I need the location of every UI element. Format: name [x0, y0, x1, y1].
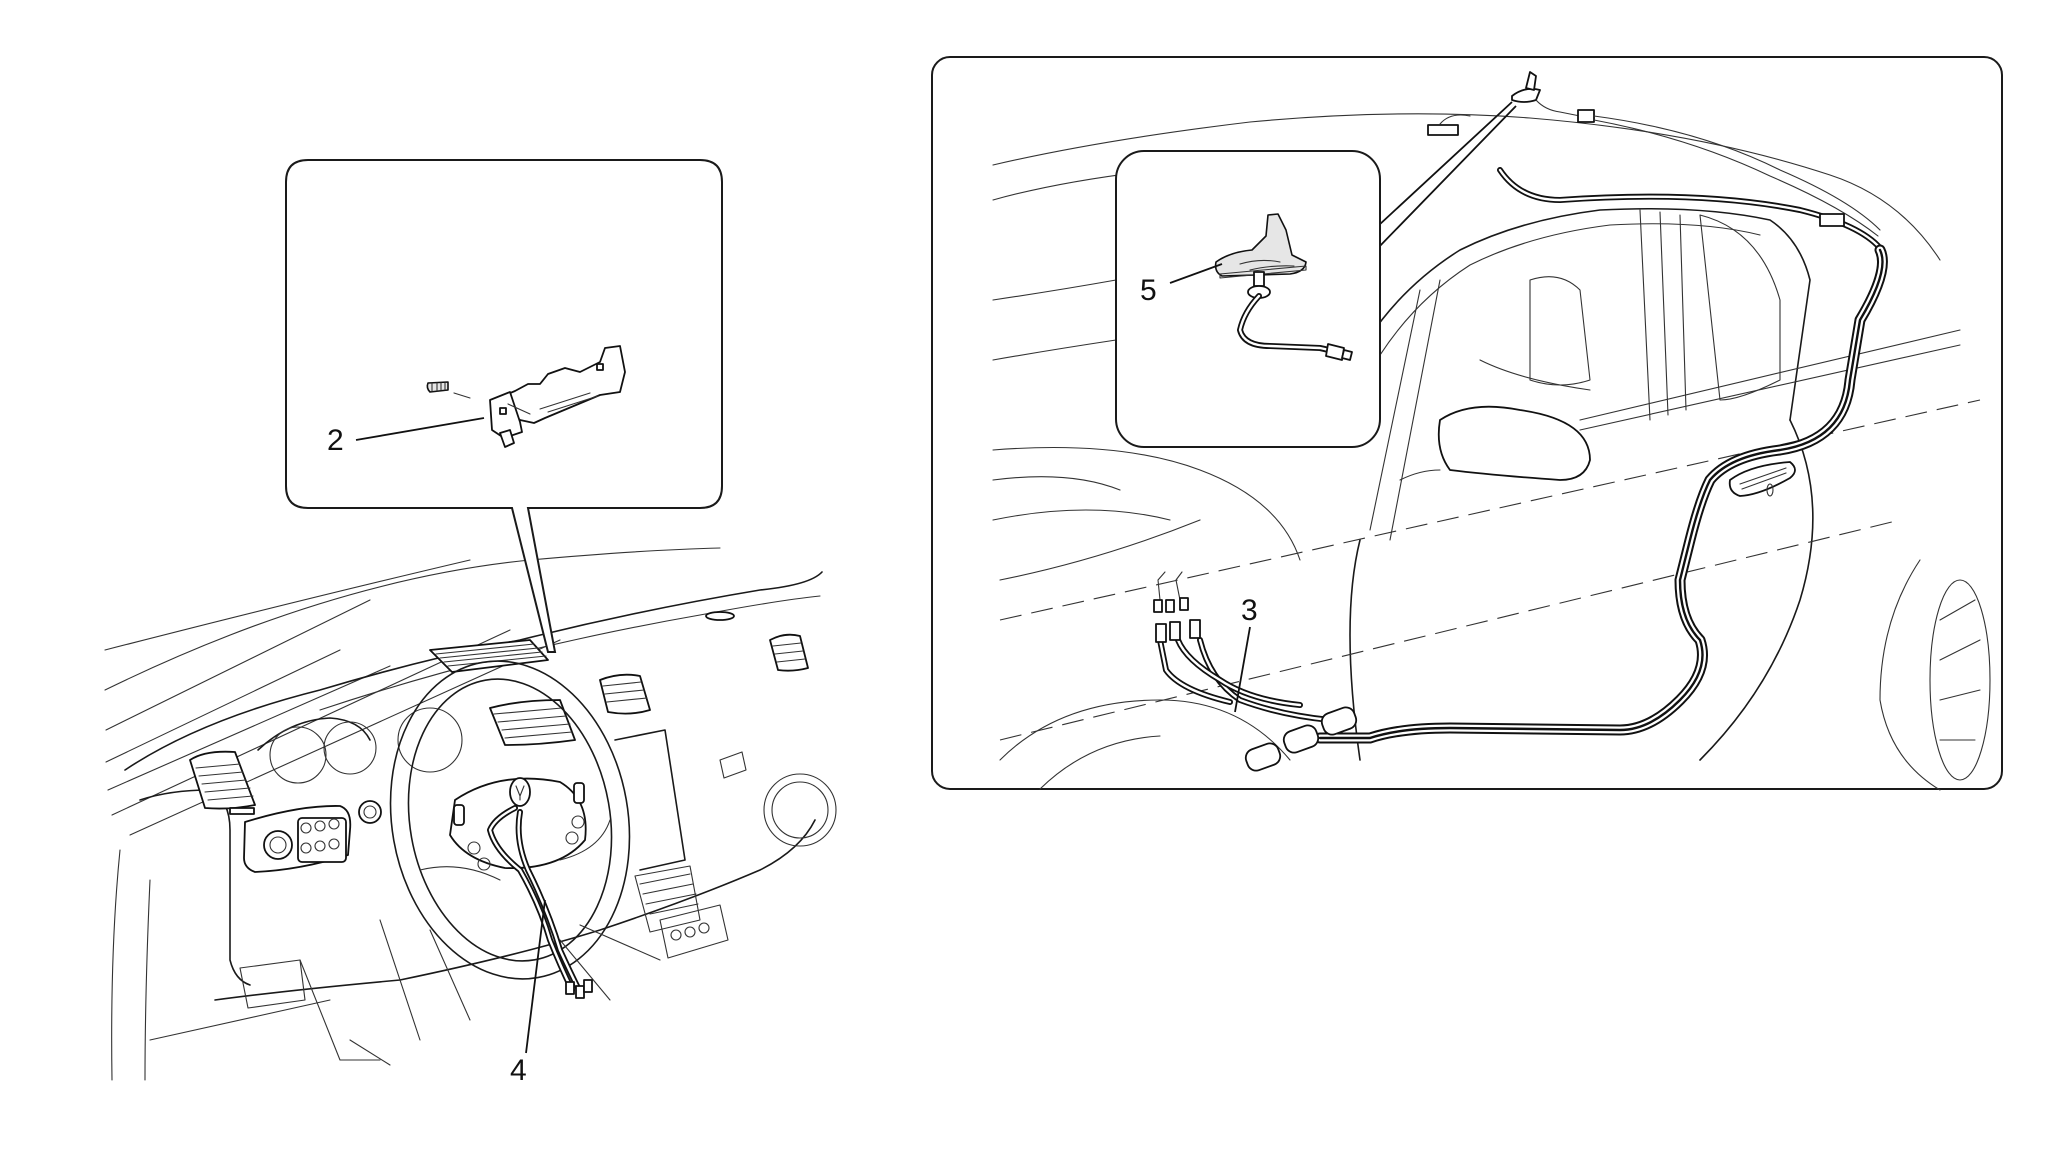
switch-panel: [243, 805, 352, 873]
callout-3-leader: [1234, 626, 1251, 713]
callout-3: 3: [1241, 594, 1258, 627]
right-air-vent: [599, 633, 809, 715]
callout-5: 5: [1140, 274, 1157, 307]
mounting-bracket: [489, 345, 626, 448]
body-side-view: [931, 56, 2003, 791]
left-air-vent: [189, 750, 256, 815]
callout-4-leader: [525, 899, 546, 1054]
shark-fin-antenna: [1214, 213, 1353, 361]
bracket-inset: [285, 159, 723, 653]
bracket-screw: [426, 381, 471, 399]
callout-2-leader: [355, 417, 485, 441]
dashboard-view: [104, 547, 837, 1081]
callout-2: 2: [327, 424, 344, 457]
callout-5-leader: [1169, 263, 1223, 284]
steering-harness: [487, 805, 593, 999]
callout-4: 4: [510, 1054, 527, 1087]
defrost-grille: [429, 639, 549, 673]
roof-antenna: [1427, 71, 1881, 237]
side-mirror: [1399, 405, 1591, 481]
body-harness: [1153, 244, 1888, 772]
center-air-vent: [489, 699, 576, 746]
door-handle: [1728, 461, 1796, 497]
antenna-inset: [1115, 101, 1517, 448]
